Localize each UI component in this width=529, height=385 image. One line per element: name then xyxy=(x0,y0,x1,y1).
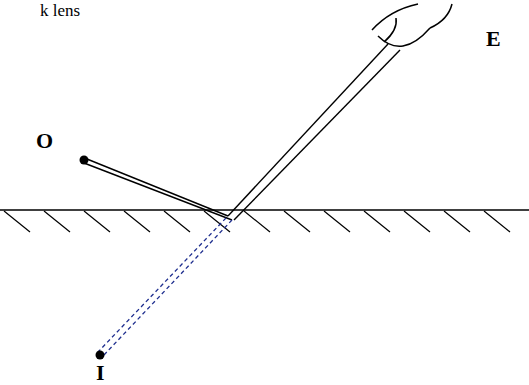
hatch-stroke xyxy=(404,211,430,232)
hatch-stroke xyxy=(4,211,30,232)
object-point xyxy=(80,156,89,165)
hatch-stroke xyxy=(484,211,510,232)
caption-fragment: k lens xyxy=(40,2,80,19)
image-label: I xyxy=(96,362,105,384)
plane-mirror xyxy=(0,209,529,211)
hatch-stroke xyxy=(164,211,190,232)
hatch-stroke xyxy=(284,211,310,232)
reflected-ray xyxy=(228,44,400,220)
incident-ray xyxy=(82,157,232,220)
eye-label: E xyxy=(486,28,501,50)
virtual-ray xyxy=(98,218,232,356)
image-point xyxy=(96,351,105,360)
hatch-stroke xyxy=(324,211,350,232)
hatch-stroke xyxy=(444,211,470,232)
hatch-stroke xyxy=(44,211,70,232)
hatch-stroke xyxy=(244,211,270,232)
eye-symbol xyxy=(372,4,452,46)
mirror-hatching xyxy=(4,211,510,232)
hatch-stroke xyxy=(84,211,110,232)
hatch-stroke xyxy=(124,211,150,232)
object-label: O xyxy=(36,130,53,152)
hatch-stroke xyxy=(364,211,390,232)
